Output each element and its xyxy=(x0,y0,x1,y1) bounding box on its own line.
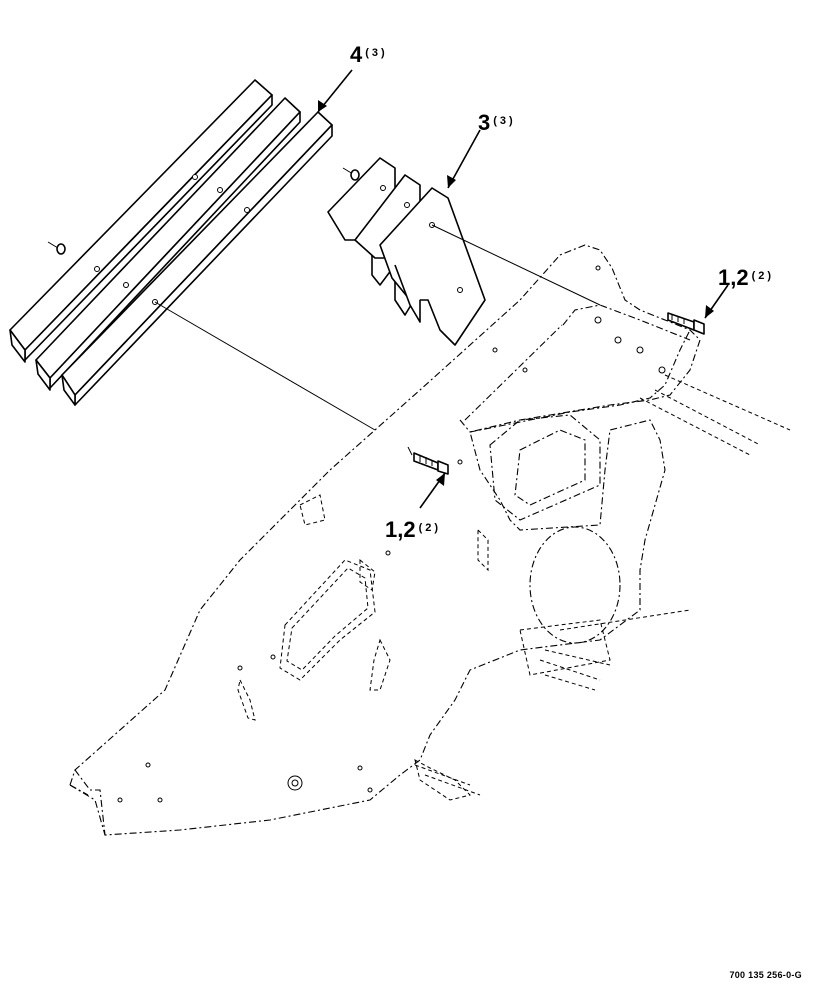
spacer-plates-item-3 xyxy=(327,157,601,346)
wear-strips-item-4 xyxy=(9,79,376,431)
drawing-number: 700 135 256-0-G xyxy=(729,970,802,980)
callout-item-1-2-right-number: 1,2 xyxy=(718,265,749,290)
callout-item-1-2-right-qty: (2) xyxy=(751,270,775,282)
callout-item-1-2-center: 1,2(2) xyxy=(385,517,441,543)
callout-item-1-2-right: 1,2(2) xyxy=(718,265,774,291)
callout-item-3-qty: (3) xyxy=(493,115,516,127)
bolt-right-icon xyxy=(667,312,705,335)
callout-item-1-2-center-qty: (2) xyxy=(418,522,442,534)
mounting-bracket xyxy=(414,304,791,796)
leader-arrows xyxy=(317,69,729,509)
callout-item-4-qty: (3) xyxy=(365,47,388,59)
callout-item-3: 3(3) xyxy=(478,110,516,136)
frame-side-sheet xyxy=(69,244,701,836)
callout-item-1-2-center-number: 1,2 xyxy=(385,517,416,542)
bolt-center-icon xyxy=(407,446,449,475)
callout-item-4-number: 4 xyxy=(350,42,363,67)
callout-item-4: 4(3) xyxy=(350,42,388,68)
callout-item-3-number: 3 xyxy=(478,110,491,135)
